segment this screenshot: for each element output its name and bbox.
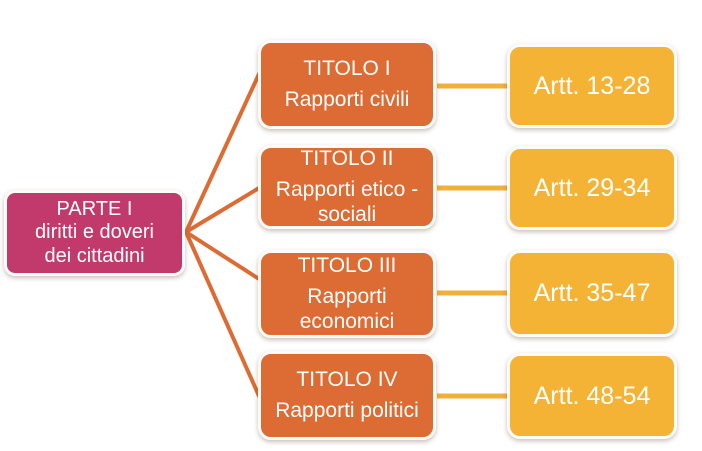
node-parte-i-line-1: PARTE I [56, 198, 133, 221]
node-titolo-ii[interactable]: TITOLO II Rapporti etico - sociali [258, 145, 436, 229]
node-parte-i-line-2: diritti e doveri [35, 221, 154, 244]
node-titolo-ii-subtitle-1: Rapporti etico - [275, 178, 419, 202]
node-artt-48-54[interactable]: Artt. 48-54 [507, 353, 677, 439]
node-titolo-iv[interactable]: TITOLO IV Rapporti politici [258, 351, 436, 440]
node-titolo-iv-subtitle-1: Rapporti politici [275, 399, 419, 422]
node-artt-29-34-label: Artt. 29-34 [533, 173, 651, 202]
node-titolo-iii-subtitle-2: economici [299, 309, 395, 333]
node-artt-13-28[interactable]: Artt. 13-28 [507, 44, 677, 128]
connector-root-to-titolo-4 [184, 230, 261, 398]
node-titolo-iii[interactable]: TITOLO III Rapporti economici [258, 250, 436, 338]
node-titolo-ii-heading: TITOLO II [300, 146, 394, 170]
node-artt-48-54-label: Artt. 48-54 [533, 381, 651, 410]
node-artt-29-34[interactable]: Artt. 29-34 [507, 146, 677, 230]
node-parte-i-line-3: dei cittadini [44, 244, 145, 267]
node-titolo-iii-subtitle-1: Rapporti [307, 285, 387, 309]
node-titolo-iii-heading: TITOLO III [297, 253, 397, 277]
connector-root-to-titolo-2 [184, 186, 261, 234]
node-artt-35-47-label: Artt. 35-47 [533, 279, 651, 307]
node-artt-13-28-label: Artt. 13-28 [533, 71, 651, 100]
connector-root-to-titolo-1 [184, 72, 261, 234]
connector-root-to-titolo-3 [184, 230, 261, 281]
node-titolo-i-subtitle-1: Rapporti civili [284, 88, 410, 111]
node-titolo-ii-subtitle-2: sociali [317, 202, 377, 226]
node-titolo-i-heading: TITOLO I [303, 56, 391, 80]
node-titolo-iv-heading: TITOLO IV [296, 367, 398, 391]
node-parte-i[interactable]: PARTE I diritti e doveri dei cittadini [4, 190, 185, 276]
node-artt-35-47[interactable]: Artt. 35-47 [507, 250, 677, 337]
node-titolo-i[interactable]: TITOLO I Rapporti civili [258, 40, 436, 129]
